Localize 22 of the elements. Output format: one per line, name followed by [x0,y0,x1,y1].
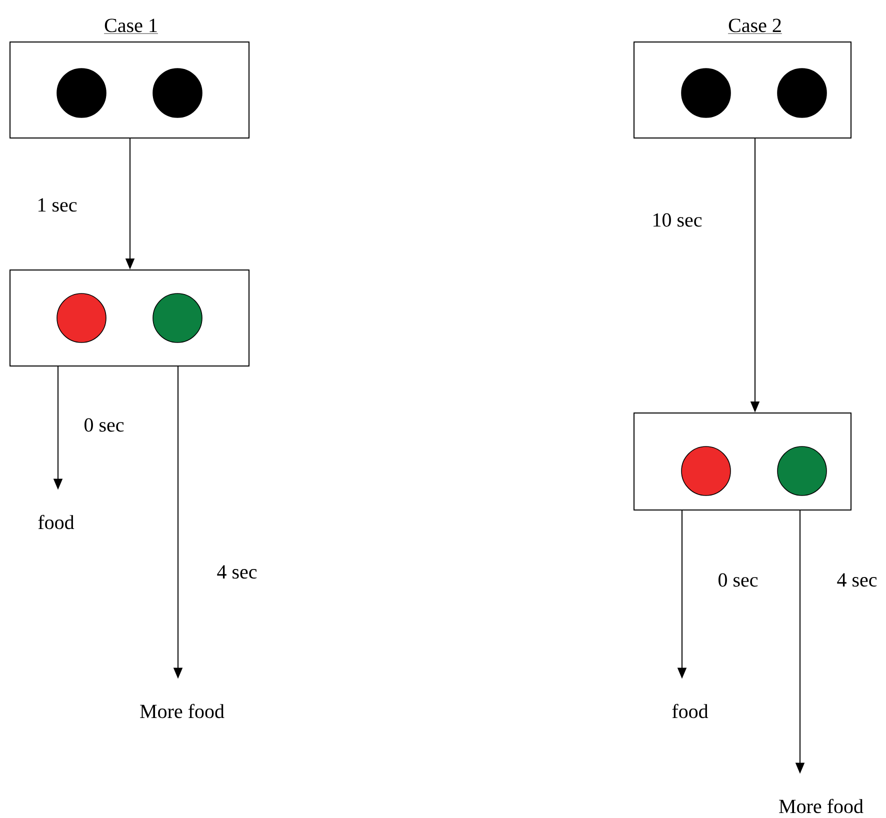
outcome-label: food [38,514,74,530]
panel-box [634,412,852,510]
edge-label: 1 sec [38,198,77,212]
edge-label: 4 sec [217,565,257,579]
light-circle [777,446,827,496]
light-circle [152,293,202,343]
light-circle [777,68,827,118]
case-heading: Case 1 [104,18,158,34]
edge-label: 4 sec [837,573,877,587]
light-circle [681,68,731,118]
light-circle [681,446,731,496]
edge-label: 10 sec [654,213,702,227]
outcome-label: More food [140,704,224,718]
light-circle [56,293,106,343]
outcome-label: More food [779,798,864,814]
light-circle [56,68,106,118]
edge-label: 0 sec [84,418,124,432]
case-heading: Case 2 [728,18,782,34]
outcome-label: food [672,704,708,718]
panel-box [10,269,250,366]
edge-label: 0 sec [718,573,758,587]
light-circle [152,68,202,118]
